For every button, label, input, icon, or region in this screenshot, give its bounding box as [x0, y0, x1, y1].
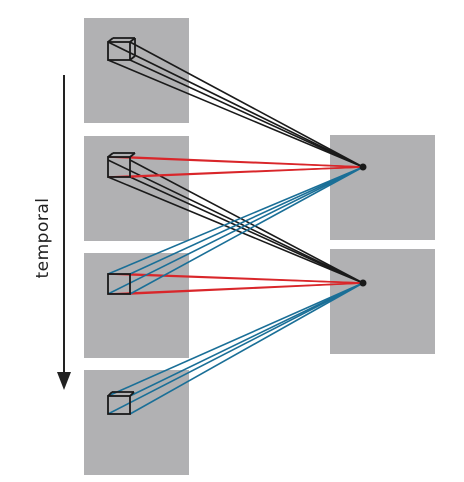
output-frame-2	[330, 249, 435, 354]
input-frame-4	[84, 370, 189, 475]
output-frames	[330, 135, 435, 354]
red-projection-lines	[107, 156, 364, 295]
output-frame-1	[330, 135, 435, 240]
kernel-cube-3	[107, 273, 131, 295]
kernel-cube-1	[107, 37, 136, 61]
input-frame-3	[84, 253, 189, 358]
temporal-label: temporal	[33, 197, 53, 278]
kernel-cubes	[107, 37, 136, 415]
watermark: 知乎 @一个普通的求学者	[316, 455, 452, 470]
output-nodes	[359, 163, 367, 287]
kernel-cube-2	[107, 152, 136, 178]
kernel-cube-4	[107, 391, 135, 415]
arrow-head-icon	[57, 372, 71, 390]
temporal-arrow	[57, 75, 71, 390]
output-node-2	[359, 279, 367, 287]
input-frame-1	[84, 18, 189, 123]
blue-projection-lines	[107, 166, 364, 415]
output-node-1	[359, 163, 367, 171]
